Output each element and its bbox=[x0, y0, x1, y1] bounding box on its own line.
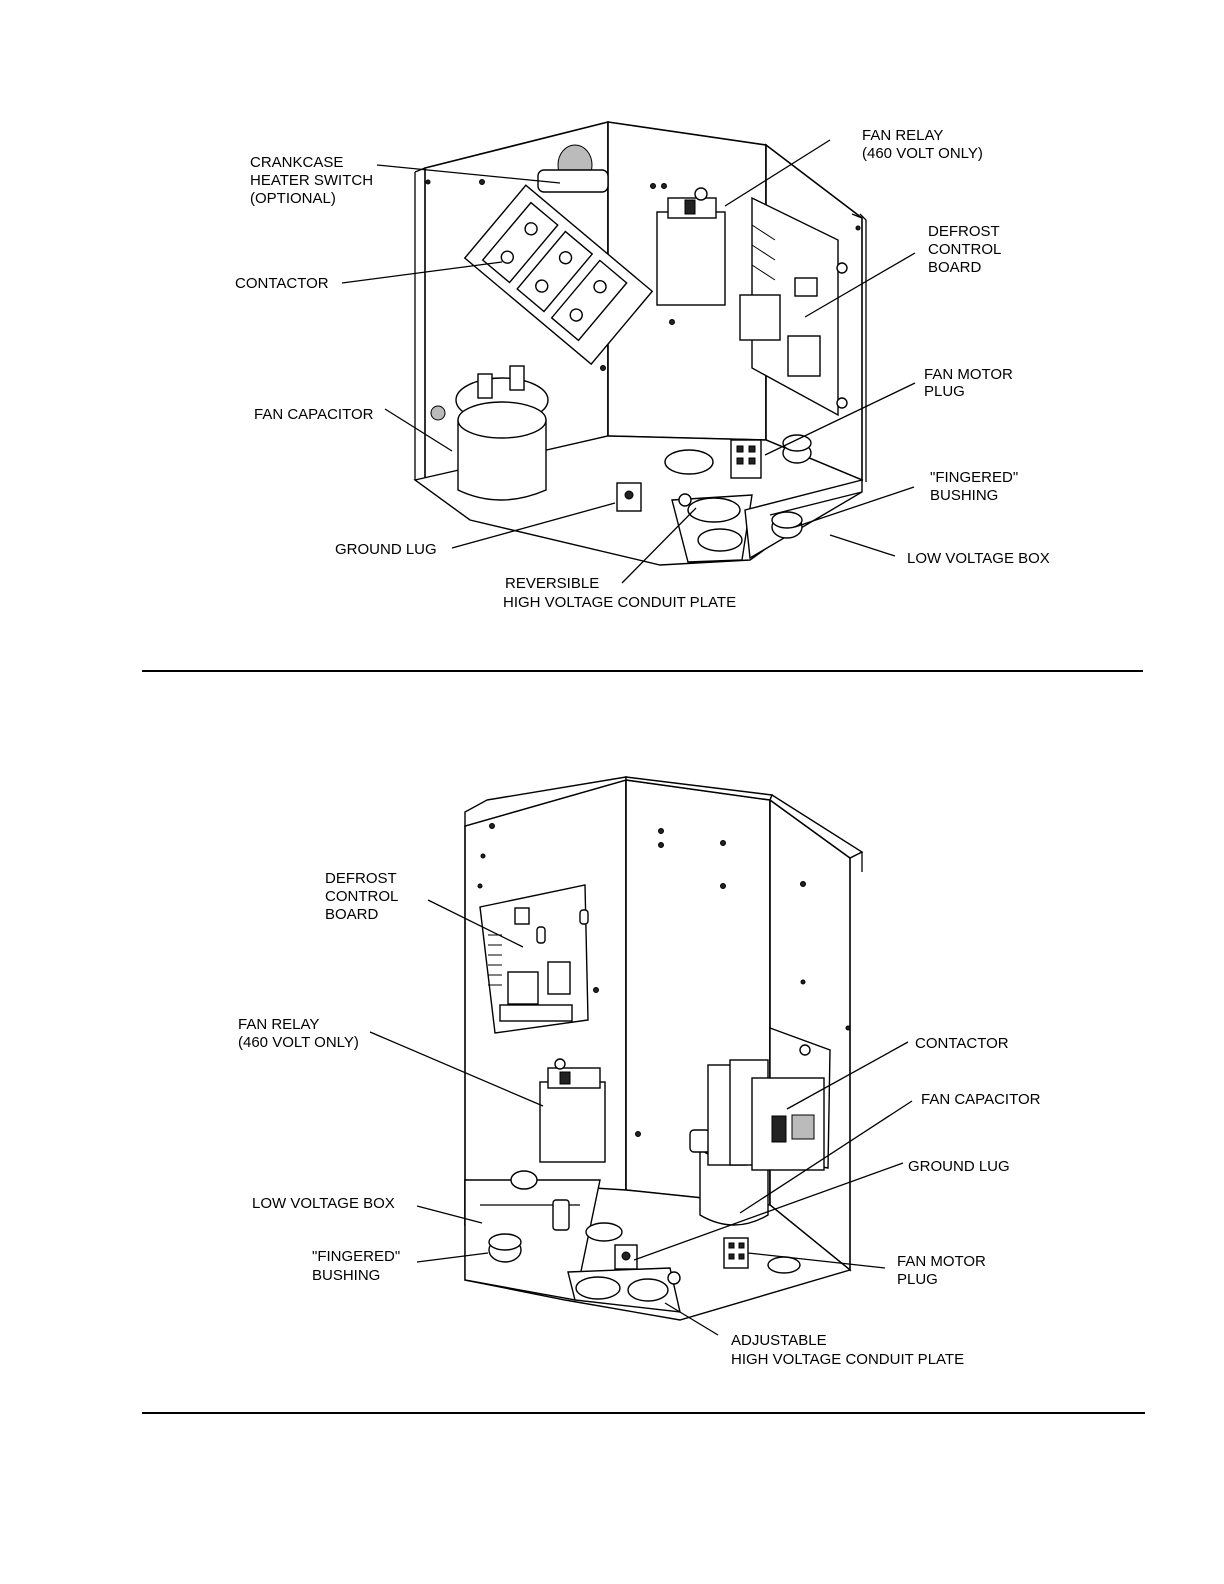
label-fan-capacitor: FAN CAPACITOR bbox=[254, 406, 374, 423]
label-conduit-plate-bottom: ADJUSTABLE HIGH VOLTAGE CONDUIT PLATE bbox=[731, 1332, 964, 1368]
label-fingered-bushing-bottom: "FINGERED" BUSHING bbox=[312, 1248, 404, 1284]
label-contactor: CONTACTOR bbox=[235, 275, 329, 292]
label-defrost-control-board-bottom: DEFROST CONTROL BOARD bbox=[325, 870, 402, 923]
fan-relay-top bbox=[656, 187, 726, 306]
control-box-diagram-bottom: DEFROST CONTROL BOARD FAN RELAY (460 VOL… bbox=[238, 776, 1041, 1368]
low-voltage-box-top bbox=[744, 479, 863, 560]
label-fan-motor-plug-bottom: FAN MOTOR PLUG bbox=[897, 1253, 990, 1288]
divider-bottom bbox=[142, 1412, 1145, 1414]
label-low-voltage-box-bottom: LOW VOLTAGE BOX bbox=[252, 1195, 395, 1212]
fan-capacitor-top bbox=[430, 365, 549, 501]
label-fan-relay-bottom: FAN RELAY (460 VOLT ONLY) bbox=[238, 1016, 359, 1051]
label-contactor-bottom: CONTACTOR bbox=[915, 1035, 1009, 1052]
leader-lines-bottom bbox=[369, 899, 913, 1336]
label-defrost-control-board: DEFROST CONTROL BOARD bbox=[928, 223, 1005, 276]
ground-lug-top bbox=[616, 482, 642, 512]
crankcase-heater-switch-top bbox=[537, 144, 609, 193]
ground-lug-bottom bbox=[614, 1244, 638, 1270]
label-low-voltage-box: LOW VOLTAGE BOX bbox=[907, 550, 1050, 567]
defrost-control-board-bottom bbox=[479, 884, 589, 1034]
control-box-diagram-top: CRANKCASE HEATER SWITCH (OPTIONAL) CONTA… bbox=[235, 120, 1050, 611]
label-fan-relay: FAN RELAY (460 VOLT ONLY) bbox=[862, 127, 983, 162]
contactor-bottom bbox=[707, 1026, 831, 1171]
fan-motor-plug-top bbox=[730, 434, 812, 479]
label-ground-lug-bottom: GROUND LUG bbox=[908, 1158, 1010, 1175]
divider-top bbox=[142, 670, 1143, 672]
fan-motor-plug-bottom bbox=[723, 1237, 749, 1269]
label-ground-lug: GROUND LUG bbox=[335, 541, 437, 558]
fan-relay-bottom bbox=[539, 1058, 606, 1163]
label-fan-capacitor-bottom: FAN CAPACITOR bbox=[921, 1091, 1041, 1108]
conduit-plate-top bbox=[664, 449, 753, 563]
defrost-control-board-top bbox=[739, 196, 848, 417]
leader-lines-top bbox=[341, 139, 916, 584]
label-conduit-plate: REVERSIBLE HIGH VOLTAGE CONDUIT PLATE bbox=[503, 575, 736, 611]
label-fingered-bushing: "FINGERED" BUSHING bbox=[930, 469, 1022, 504]
label-crankcase-heater-switch: CRANKCASE HEATER SWITCH (OPTIONAL) bbox=[250, 154, 377, 207]
label-fan-motor-plug: FAN MOTOR PLUG bbox=[924, 366, 1017, 400]
